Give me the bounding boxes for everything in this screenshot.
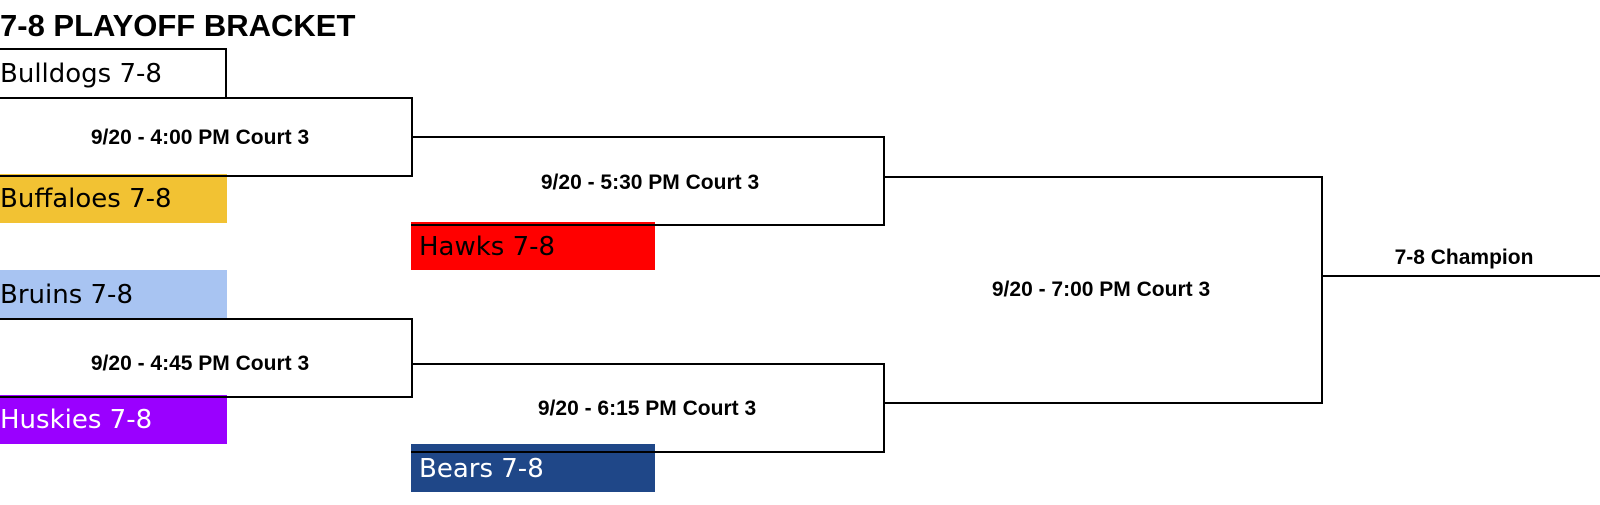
champion-line	[1321, 275, 1600, 277]
team-bruins: Bruins 7-8	[0, 270, 227, 319]
bracket-line	[883, 136, 885, 226]
bracket-line	[1321, 176, 1323, 404]
champion-label: 7-8 Champion	[1394, 246, 1534, 269]
bracket-line	[225, 48, 227, 98]
game-2-time: 9/20 - 4:45 PM Court 3	[90, 352, 310, 375]
bracket-line	[883, 363, 885, 453]
game-4-time: 9/20 - 6:15 PM Court 3	[537, 397, 757, 420]
bracket-line	[411, 318, 413, 398]
team-hawks: Hawks 7-8	[411, 222, 655, 270]
bracket-line	[0, 48, 227, 50]
bracket-line	[411, 136, 885, 138]
game-3-time: 9/20 - 5:30 PM Court 3	[540, 171, 760, 194]
bracket-line	[411, 451, 885, 453]
final-game-time: 9/20 - 7:00 PM Court 3	[991, 278, 1211, 301]
page-title: 7-8 PLAYOFF BRACKET	[0, 8, 356, 43]
bracket-line	[0, 97, 413, 99]
bracket-line	[883, 402, 1323, 404]
bracket-line	[411, 224, 885, 226]
team-buffaloes: Buffaloes 7-8	[0, 174, 227, 223]
bracket-line	[411, 363, 885, 365]
team-huskies: Huskies 7-8	[0, 395, 227, 444]
bracket-line	[883, 176, 1323, 178]
bracket-line	[0, 318, 413, 320]
game-1-time: 9/20 - 4:00 PM Court 3	[90, 126, 310, 149]
bracket-line	[0, 175, 413, 177]
bracket-line	[0, 396, 413, 398]
team-bulldogs: Bulldogs 7-8	[0, 49, 226, 98]
